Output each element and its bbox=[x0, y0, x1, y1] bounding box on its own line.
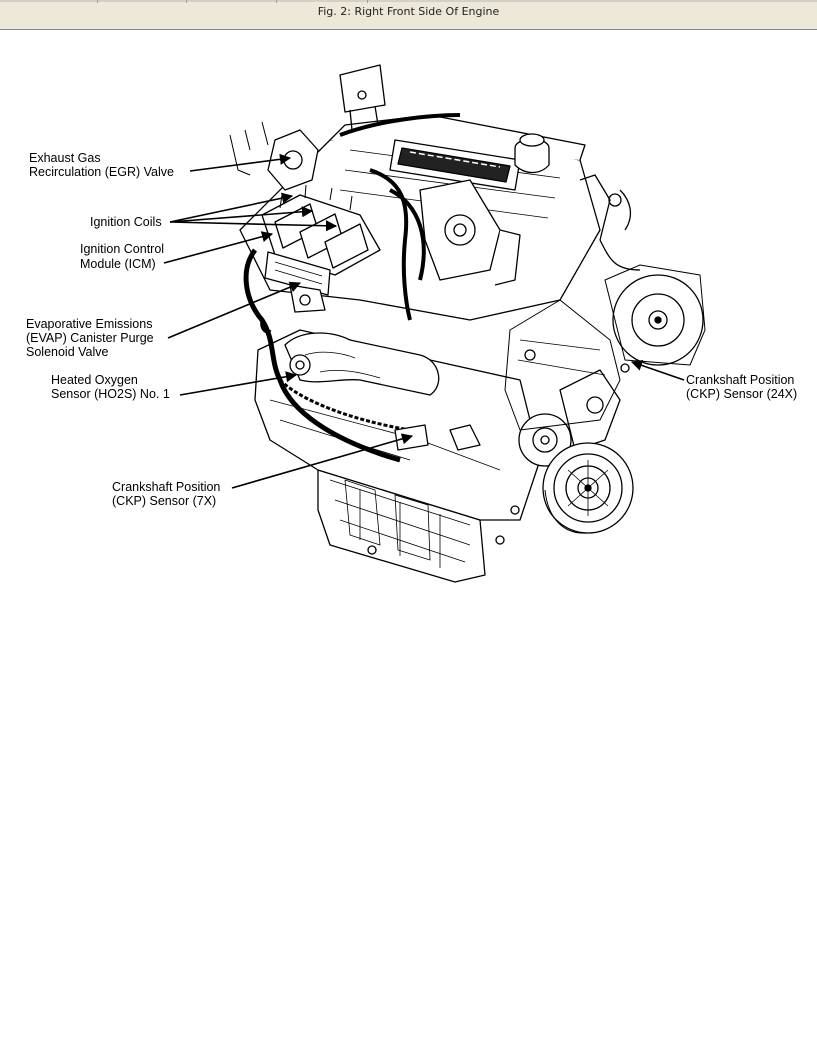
label-evap-line2: (EVAP) Canister Purge bbox=[26, 331, 154, 345]
leader-ho2s bbox=[179, 371, 298, 396]
titlebar-top-strip bbox=[0, 0, 817, 2]
diagram-canvas: Exhaust Gas Recirculation (EGR) Valve Ig… bbox=[0, 30, 817, 1052]
label-ckp24-line1: Crankshaft Position bbox=[686, 373, 794, 387]
leader-egr bbox=[189, 153, 292, 172]
engine-illustration bbox=[229, 64, 706, 583]
intake-plenum bbox=[419, 179, 501, 281]
label-ignition-coils: Ignition Coils bbox=[90, 215, 162, 229]
label-icm-line1: Ignition Control bbox=[80, 242, 164, 256]
label-ho2s-line2: Sensor (HO2S) No. 1 bbox=[51, 387, 170, 401]
engine-diagram: Exhaust Gas Recirculation (EGR) Valve Ig… bbox=[26, 64, 797, 583]
leader-evap bbox=[167, 281, 302, 339]
titlebar-separator bbox=[97, 0, 98, 3]
titlebar-separator bbox=[186, 0, 187, 3]
callout-labels: Exhaust Gas Recirculation (EGR) Valve Ig… bbox=[26, 151, 797, 508]
ignition-coil-pack bbox=[261, 184, 381, 276]
leader-icm bbox=[163, 231, 274, 264]
label-evap-line3: Solenoid Valve bbox=[26, 345, 109, 359]
egr-valve bbox=[267, 129, 319, 191]
leader-ckp-7x bbox=[231, 433, 414, 489]
leader-ckp-24x bbox=[630, 360, 685, 381]
label-icm-line2: Module (ICM) bbox=[80, 257, 156, 271]
leader-coil-2 bbox=[169, 206, 314, 223]
label-evap-line1: Evaporative Emissions bbox=[26, 317, 152, 331]
titlebar-separator bbox=[367, 0, 368, 3]
lifting-bracket bbox=[339, 64, 386, 113]
label-ckp24-line2: (CKP) Sensor (24X) bbox=[686, 387, 797, 401]
titlebar-separator bbox=[276, 0, 277, 3]
exhaust-manifold bbox=[284, 332, 440, 396]
label-egr-line1: Exhaust Gas bbox=[29, 151, 101, 165]
figure-caption: Fig. 2: Right Front Side Of Engine bbox=[317, 5, 500, 18]
icm-module bbox=[264, 251, 331, 296]
window-titlebar: Fig. 2: Right Front Side Of Engine bbox=[0, 0, 817, 30]
label-ckp7-line1: Crankshaft Position bbox=[112, 480, 220, 494]
front-cover bbox=[504, 299, 621, 431]
leader-coil-3 bbox=[169, 220, 338, 232]
label-egr-line2: Recirculation (EGR) Valve bbox=[29, 165, 174, 179]
leader-lines bbox=[163, 153, 685, 489]
wiring-harness bbox=[339, 113, 461, 321]
label-ho2s-line1: Heated Oxygen bbox=[51, 373, 138, 387]
leader-coil-1 bbox=[169, 192, 294, 223]
label-ckp7-line2: (CKP) Sensor (7X) bbox=[112, 494, 216, 508]
